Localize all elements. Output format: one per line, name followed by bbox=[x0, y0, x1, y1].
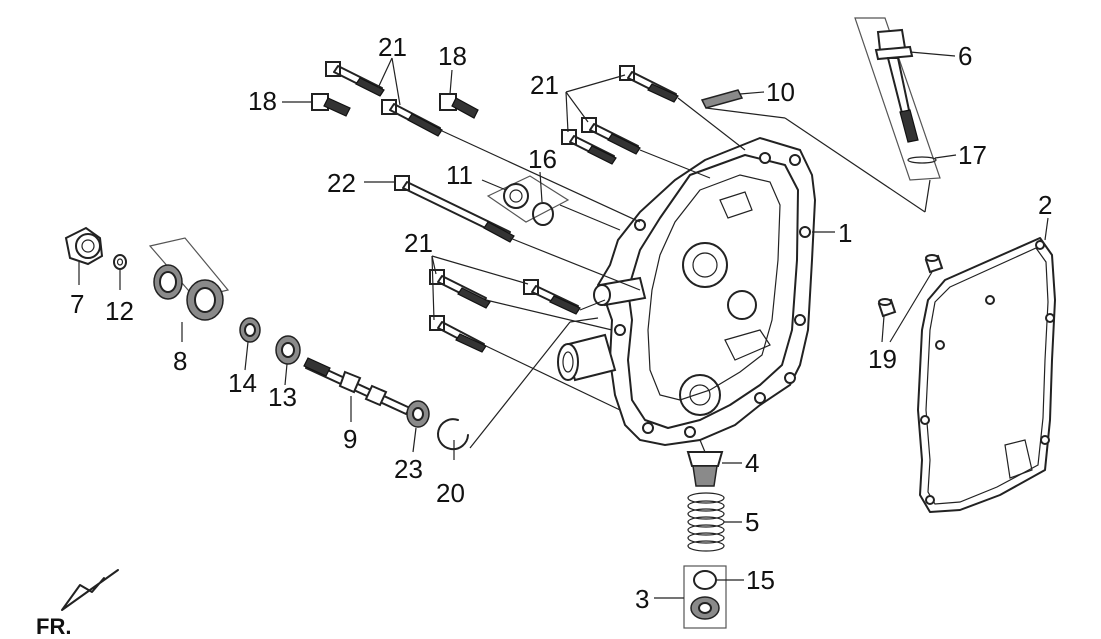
circlip bbox=[437, 418, 469, 451]
seal-14 bbox=[239, 317, 261, 343]
callout-21-top-right: 21 bbox=[530, 70, 559, 100]
callout-11: 11 bbox=[446, 160, 473, 190]
callout-12: 12 bbox=[105, 296, 134, 326]
callout-7: 7 bbox=[70, 289, 84, 319]
leader-lines bbox=[78, 51, 1049, 599]
gasket bbox=[917, 237, 1056, 513]
callout-9: 9 bbox=[343, 424, 357, 454]
cap bbox=[64, 226, 104, 266]
long-bolt bbox=[394, 175, 515, 243]
callout-5: 5 bbox=[745, 507, 759, 537]
callout-17: 17 bbox=[958, 140, 987, 170]
bolts-18 bbox=[311, 93, 479, 119]
callout-1: 1 bbox=[838, 218, 852, 248]
callout-14: 14 bbox=[228, 368, 257, 398]
shaft bbox=[303, 357, 411, 415]
clip bbox=[700, 89, 744, 109]
callout-18-left: 18 bbox=[248, 86, 277, 116]
dowel-pins bbox=[877, 254, 944, 318]
bearing-13 bbox=[275, 335, 301, 365]
spring bbox=[687, 492, 725, 552]
bearing-set bbox=[148, 237, 230, 321]
front-label: FR. bbox=[36, 614, 71, 639]
callout-10: 10 bbox=[766, 77, 795, 107]
dipstick-group bbox=[854, 17, 941, 181]
crankcase-cover bbox=[557, 136, 817, 447]
callout-2: 2 bbox=[1038, 190, 1052, 220]
callout-18-right: 18 bbox=[438, 41, 467, 71]
callout-22: 22 bbox=[327, 168, 356, 198]
callout-21-bottom: 21 bbox=[404, 228, 433, 258]
callout-23: 23 bbox=[394, 454, 423, 484]
callout-3: 3 bbox=[635, 584, 649, 614]
seal-group bbox=[486, 175, 570, 226]
callout-labels: 1 2 3 4 5 6 7 8 9 10 11 12 13 14 15 16 1… bbox=[70, 32, 1052, 614]
washer bbox=[113, 254, 127, 270]
callout-20: 20 bbox=[436, 478, 465, 508]
callout-8: 8 bbox=[173, 346, 187, 376]
callout-13: 13 bbox=[268, 382, 297, 412]
callout-21-top-left: 21 bbox=[378, 32, 407, 62]
front-direction-marker: FR. bbox=[36, 569, 119, 639]
drain-plug bbox=[686, 451, 724, 487]
bearing-23 bbox=[406, 400, 430, 428]
callout-4: 4 bbox=[745, 448, 759, 478]
callout-15: 15 bbox=[746, 565, 775, 595]
callout-19: 19 bbox=[868, 344, 897, 374]
callout-16: 16 bbox=[528, 144, 557, 174]
bolts-bottom bbox=[429, 269, 581, 353]
callout-6: 6 bbox=[958, 41, 972, 71]
bolts-top bbox=[325, 61, 679, 165]
strainer-group bbox=[683, 565, 727, 629]
